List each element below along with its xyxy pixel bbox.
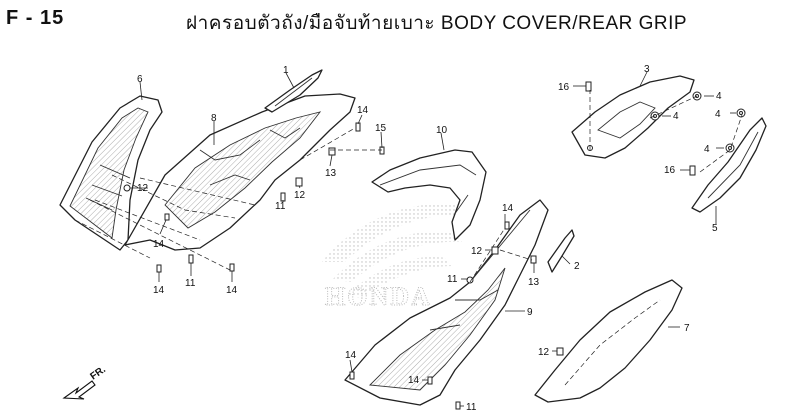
watermark-text: HONDA [325,282,432,311]
part-8-cover[interactable] [124,93,356,251]
callout-14[interactable]: 14 [153,285,165,296]
part-6-cover[interactable] [59,95,163,251]
callout-2[interactable]: 2 [574,261,580,272]
callout-4[interactable]: 4 [716,91,722,102]
fasteners [156,81,746,410]
honda-wing-watermark: HONDA [322,204,470,312]
assembly-lines [74,90,743,283]
callout-6[interactable]: 6 [137,74,143,85]
front-direction-arrow: FR. [62,364,108,400]
callout-15[interactable]: 15 [375,123,387,134]
callout-12[interactable]: 12 [538,347,550,358]
callout-11[interactable]: 11 [447,274,458,285]
page-code: F - 15 [6,7,65,29]
callout-4[interactable]: 4 [704,144,710,155]
part-3-grip[interactable] [571,75,695,159]
callout-3[interactable]: 3 [644,64,650,75]
callout-14[interactable]: 14 [408,375,420,386]
callout-9[interactable]: 9 [527,307,533,318]
part-9-cover[interactable] [344,199,549,406]
front-direction-label: FR. [88,364,108,382]
callout-1[interactable]: 1 [283,65,289,76]
callout-labels: 6 8 1 14 15 10 16 3 4 4 4 4 16 5 2 9 7 1… [137,64,722,413]
callout-16[interactable]: 16 [558,82,570,93]
callout-13[interactable]: 13 [528,277,540,288]
callout-12[interactable]: 12 [471,246,483,257]
callout-16[interactable]: 16 [664,165,676,176]
callout-7[interactable]: 7 [684,323,690,334]
callout-12[interactable]: 12 [294,190,306,201]
part-2-strip[interactable] [547,229,575,273]
part-5-grip[interactable] [691,117,767,213]
leader-lines [130,71,736,407]
callout-12[interactable]: 12 [137,183,149,194]
callout-5[interactable]: 5 [712,223,718,234]
callout-11[interactable]: 11 [185,278,196,289]
callout-11[interactable]: 11 [466,402,477,413]
page-title: ฝาครอบตัวถัง/มือจับท้ายเบาะ BODY COVER/R… [186,13,688,34]
callout-14[interactable]: 14 [357,105,369,116]
part-10-cover[interactable] [371,149,487,241]
callout-14[interactable]: 14 [153,239,165,250]
callout-10[interactable]: 10 [436,125,448,136]
part-7-cover[interactable] [534,279,683,403]
callout-14[interactable]: 14 [502,203,514,214]
callout-4[interactable]: 4 [673,111,679,122]
callout-14[interactable]: 14 [226,285,238,296]
callout-4[interactable]: 4 [715,109,721,120]
callout-13[interactable]: 13 [325,168,337,179]
callout-14[interactable]: 14 [345,350,357,361]
callout-11[interactable]: 11 [275,201,286,212]
callout-8[interactable]: 8 [211,113,217,124]
